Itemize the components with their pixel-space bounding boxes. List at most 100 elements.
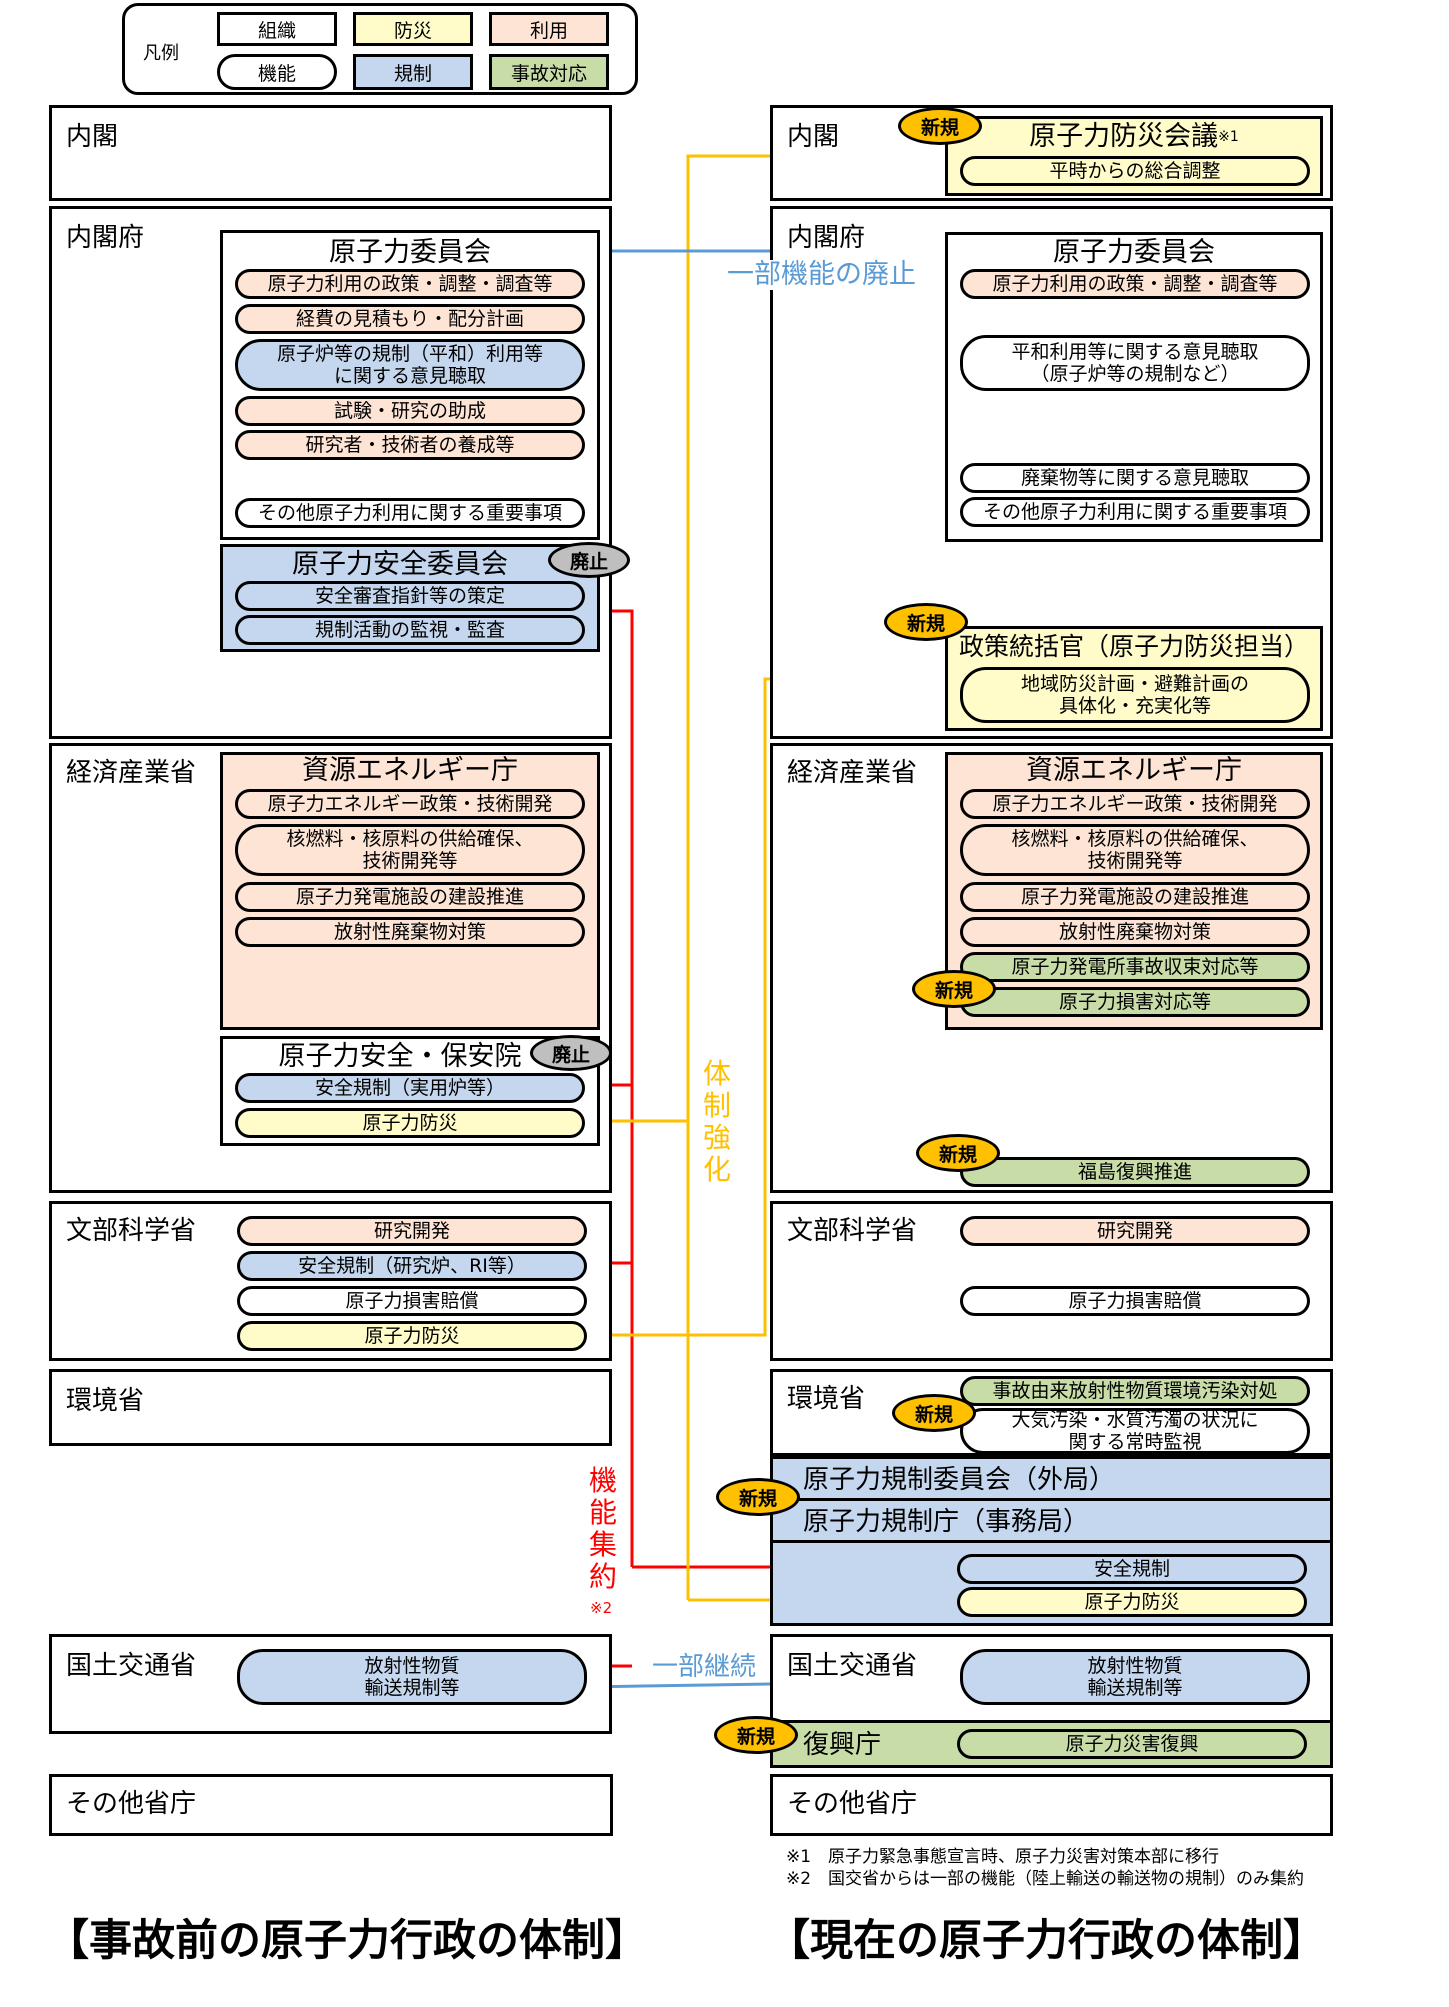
after-cabinet-label: 内閣	[787, 122, 840, 152]
legend-regulation: 規制	[353, 54, 473, 90]
after-aec-item: 平和利用等に関する意見聴取 （原子炉等の規制など）	[960, 335, 1310, 391]
after-heading: 【現在の原子力行政の体制】	[767, 1916, 1326, 1966]
after-meti-fukushima: 福島復興推進	[960, 1157, 1310, 1187]
after-reconstruction-item: 原子力災害復興	[957, 1729, 1307, 1759]
before-aec-item: 研究者・技術者の養成等	[235, 430, 585, 460]
before-aec-item: その他原子力利用に関する重要事項	[235, 498, 585, 528]
new-tag: 新規	[898, 107, 982, 145]
legend-function: 機能	[217, 54, 337, 90]
after-nra: 原子力規制委員会（外局） 原子力規制庁（事務局） 安全規制 原子力防災	[770, 1456, 1333, 1626]
consolidation-note: ※2	[590, 1599, 613, 1617]
after-mlit-label: 国土交通省	[787, 1651, 918, 1681]
after-anre-title: 資源エネルギー庁	[1026, 755, 1242, 786]
after-nra-item: 原子力防災	[957, 1587, 1307, 1617]
before-nisa-title: 原子力安全・保安院	[278, 1041, 522, 1072]
before-anre: 資源エネルギー庁 原子力エネルギー政策・技術開発 核燃料・核原料の供給確保、 技…	[220, 752, 600, 1030]
before-mext-label: 文部科学省	[66, 1216, 197, 1246]
legend-utilization: 利用	[489, 12, 609, 46]
after-nra-title: 原子力規制委員会（外局）	[803, 1465, 1116, 1495]
after-mext-item: 原子力損害賠償	[960, 1286, 1310, 1316]
before-anre-item: 核燃料・核原料の供給確保、 技術開発等	[235, 824, 585, 876]
after-anre-item: 放射性廃棄物対策	[960, 917, 1310, 947]
before-anre-item: 原子力エネルギー政策・技術開発	[235, 789, 585, 819]
before-moe-label: 環境省	[66, 1386, 145, 1416]
before-aec-title: 原子力委員会	[329, 237, 491, 268]
before-mext-item: 原子力損害賠償	[237, 1286, 587, 1316]
after-aec-item: 廃棄物等に関する意見聴取	[960, 463, 1310, 493]
legend: 凡例 組織 機能 防災 規制 利用 事故対応	[122, 3, 638, 95]
before-cabinet-office-label: 内閣府	[66, 223, 145, 253]
after-nra-sec-header	[773, 1501, 1330, 1543]
after-anre-item: 原子力発電所事故収束対応等	[960, 952, 1310, 982]
after-aec-item: その他原子力利用に関する重要事項	[960, 497, 1310, 527]
consolidation-label: 機 能 集 約	[588, 1464, 617, 1593]
before-others: その他省庁	[49, 1774, 613, 1836]
before-nsc-item: 規制活動の監視・監査	[235, 615, 585, 645]
after-director-general: 政策統括官（原子力防災担当） 地域防災計画・避難計画の 具体化・充実化等	[945, 626, 1323, 731]
after-nra-sec-title: 原子力規制庁（事務局）	[803, 1507, 1090, 1537]
before-meti-label: 経済産業省	[66, 758, 197, 788]
legend-title: 凡例	[143, 43, 179, 64]
after-mext-item: 研究開発	[960, 1216, 1310, 1246]
after-dg-title: 政策統括官（原子力防災担当）	[958, 632, 1309, 661]
before-mext-item: 安全規制（研究炉、RI等）	[237, 1251, 587, 1281]
after-aec-title: 原子力委員会	[1053, 237, 1215, 268]
before-cabinet-label: 内閣	[66, 122, 119, 152]
after-nedc-item: 平時からの総合調整	[960, 156, 1310, 186]
abolished-tag: 廃止	[548, 542, 630, 578]
new-tag: 新規	[916, 1134, 1000, 1172]
after-nedc-title-text: 原子力防災会議	[1029, 121, 1219, 152]
after-mlit-item: 放射性物質 輸送規制等	[960, 1649, 1310, 1705]
after-others: その他省庁	[770, 1774, 1333, 1836]
after-nedc-title: 原子力防災会議※1	[948, 121, 1320, 153]
after-moe-label: 環境省	[787, 1384, 866, 1414]
before-nsc-title: 原子力安全委員会	[292, 549, 508, 580]
before-nisa: 原子力安全・保安院 安全規制（実用炉等） 原子力防災	[220, 1036, 600, 1146]
after-anre: 資源エネルギー庁 原子力エネルギー政策・技術開発 核燃料・核原料の供給確保、 技…	[945, 752, 1323, 1030]
before-aec: 原子力委員会 原子力利用の政策・調整・調査等 経費の見積もり・配分計画 原子炉等…	[220, 230, 600, 540]
before-aec-item: 試験・研究の助成	[235, 396, 585, 426]
before-cabinet: 内閣	[49, 105, 612, 201]
before-nisa-item: 原子力防災	[235, 1108, 585, 1138]
after-cabinet-office-label: 内閣府	[787, 223, 866, 253]
before-mlit-item: 放射性物質 輸送規制等	[237, 1649, 587, 1705]
before-nisa-item: 安全規制（実用炉等）	[235, 1073, 585, 1103]
legend-organization: 組織	[217, 12, 337, 46]
after-nedc-note-mark: ※1	[1218, 129, 1239, 145]
after-nra-item: 安全規制	[957, 1554, 1307, 1584]
legend-accident-response: 事故対応	[489, 54, 609, 90]
partial-continuation-label: 一部継続	[652, 1652, 757, 1682]
after-note: ※1 原子力緊急事態宣言時、原子力災害対策本部に移行	[786, 1847, 1220, 1867]
after-mlit: 国土交通省 放射性物質 輸送規制等	[770, 1634, 1333, 1726]
new-tag: 新規	[884, 603, 968, 641]
after-anre-item: 核燃料・核原料の供給確保、 技術開発等	[960, 824, 1310, 876]
after-moe: 環境省 事故由来放射性物質環境汚染対処 大気汚染・水質汚濁の状況に 関する常時監…	[770, 1369, 1333, 1456]
before-anre-title: 資源エネルギー庁	[302, 755, 518, 786]
after-dg-item: 地域防災計画・避難計画の 具体化・充実化等	[960, 667, 1310, 723]
before-mext: 文部科学省 研究開発 安全規制（研究炉、RI等） 原子力損害賠償 原子力防災	[49, 1201, 612, 1361]
after-moe-item: 大気汚染・水質汚濁の状況に 関する常時監視	[960, 1408, 1310, 1454]
after-nra-header	[773, 1459, 1330, 1501]
new-tag: 新規	[892, 1394, 976, 1432]
after-anre-item: 原子力損害対応等	[960, 987, 1310, 1017]
before-anre-item: 原子力発電施設の建設推進	[235, 882, 585, 912]
after-anre-item: 原子力発電施設の建設推進	[960, 882, 1310, 912]
abolished-tag: 廃止	[530, 1035, 612, 1071]
after-meti-label: 経済産業省	[787, 758, 918, 788]
after-aec: 原子力委員会 原子力利用の政策・調整・調査等 平和利用等に関する意見聴取 （原子…	[945, 232, 1323, 542]
after-others-label: その他省庁	[787, 1789, 918, 1819]
before-aec-item: 経費の見積もり・配分計画	[235, 304, 585, 334]
after-moe-item: 事故由来放射性物質環境汚染対処	[960, 1376, 1310, 1406]
after-mext-label: 文部科学省	[787, 1216, 918, 1246]
before-nsc-item: 安全審査指針等の策定	[235, 581, 585, 611]
after-note: ※2 国交省からは一部の機能（陸上輸送の輸送物の規制）のみ集約	[786, 1869, 1305, 1889]
before-anre-item: 放射性廃棄物対策	[235, 917, 585, 947]
before-mext-item: 原子力防災	[237, 1321, 587, 1351]
after-reconstruction-label: 復興庁	[803, 1730, 882, 1760]
partial-abolition-label: 一部機能の廃止	[727, 259, 916, 290]
after-reconstruction: 復興庁 原子力災害復興	[770, 1720, 1333, 1768]
after-aec-item: 原子力利用の政策・調整・調査等	[960, 269, 1310, 299]
new-tag: 新規	[716, 1478, 800, 1516]
new-tag: 新規	[714, 1716, 798, 1754]
before-aec-item: 原子炉等の規制（平和）利用等 に関する意見聴取	[235, 339, 585, 391]
